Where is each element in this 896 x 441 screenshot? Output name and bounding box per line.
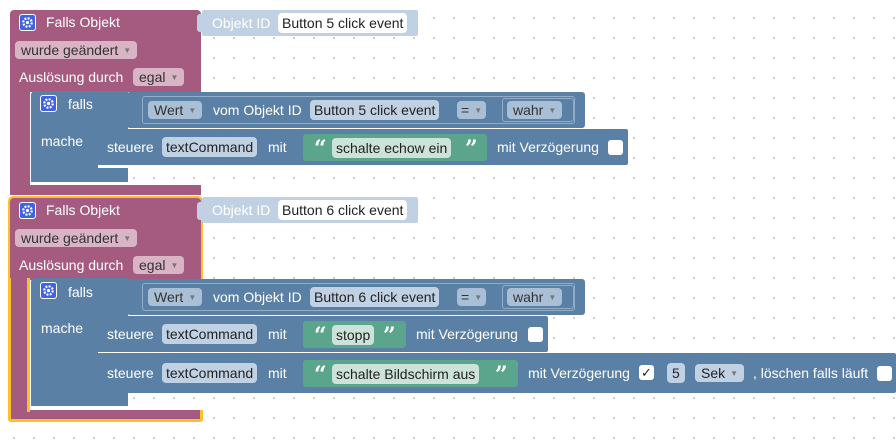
value-dropdown[interactable]: Wert▼ <box>148 288 203 306</box>
selection-outline-top <box>8 196 203 280</box>
target-field[interactable]: textCommand <box>162 324 258 344</box>
event-block-button6[interactable]: Falls Objekt Objekt ID Button 6 click ev… <box>0 196 896 436</box>
control-label: steuere <box>107 326 154 342</box>
delay-label: mit Verzögerung <box>528 365 630 381</box>
condition-object-field[interactable]: Button 6 click event <box>310 287 440 307</box>
object-id-connector <box>197 14 205 32</box>
gear-icon[interactable] <box>40 95 57 112</box>
changed-dropdown[interactable]: wurde geändert▼ <box>15 229 138 247</box>
if-block-footer <box>31 168 128 182</box>
delay-checkbox[interactable] <box>528 327 543 342</box>
changed-dropdown[interactable]: wurde geändert▼ <box>15 41 138 59</box>
trigger-title: Falls Objekt <box>46 14 120 30</box>
text-field[interactable]: schalte Bildschirm aus <box>332 364 480 384</box>
if-block-footer <box>31 392 128 406</box>
delay-label: mit Verzögerung <box>497 139 599 155</box>
delay-unit-dropdown[interactable]: Sek▼ <box>695 364 745 382</box>
close-quote-icon: ” <box>495 362 508 388</box>
target-field[interactable]: textCommand <box>162 137 258 157</box>
delay-value-field[interactable]: 5 <box>667 363 685 383</box>
delay-checkbox-checked[interactable]: ✓ <box>639 365 654 380</box>
with-label: mit <box>268 365 287 381</box>
text-field[interactable]: schalte echow ein <box>332 138 452 158</box>
object-id-label: Objekt ID <box>212 202 271 218</box>
event-block-footer <box>10 185 201 195</box>
control-label: steuere <box>107 139 154 155</box>
gear-icon[interactable] <box>19 14 36 31</box>
trigger-by-label: Auslösung durch <box>19 257 124 273</box>
delay-label: mit Verzögerung <box>416 326 518 342</box>
text-field[interactable]: stopp <box>332 325 375 345</box>
trigger-by-dropdown[interactable]: egal▼ <box>133 256 185 274</box>
event-block-footer <box>8 410 203 422</box>
if-block-spine <box>31 314 98 396</box>
object-id-field[interactable]: Button 6 click event <box>278 200 408 220</box>
if-block-spine <box>31 127 98 170</box>
condition-inner[interactable] <box>142 283 575 311</box>
gear-icon[interactable] <box>19 202 36 219</box>
trigger-by-label: Auslösung durch <box>19 69 124 85</box>
control-label: steuere <box>107 365 154 381</box>
compare-block[interactable] <box>502 98 574 122</box>
from-object-label: vom Objekt ID <box>213 102 302 118</box>
with-label: mit <box>268 326 287 342</box>
if-label: falls <box>68 96 93 112</box>
object-id-field[interactable]: Button 5 click event <box>278 13 408 33</box>
selection-outline-inner <box>27 278 30 412</box>
compare-dropdown[interactable]: wahr▼ <box>507 288 563 306</box>
compare-dropdown[interactable]: wahr▼ <box>507 101 563 119</box>
compare-block[interactable] <box>502 285 574 309</box>
if-label: falls <box>68 284 93 300</box>
open-quote-icon: “ <box>314 362 327 388</box>
trigger-by-dropdown[interactable]: egal▼ <box>133 68 185 86</box>
object-id-connector <box>197 202 205 220</box>
event-block-spine <box>8 278 30 412</box>
operator-dropdown[interactable]: =▼ <box>457 101 487 119</box>
open-quote-icon: “ <box>314 136 327 162</box>
event-block-button5[interactable]: Falls Objekt Objekt ID Button 5 click ev… <box>0 0 896 200</box>
open-quote-icon: “ <box>314 323 327 349</box>
delay-checkbox[interactable] <box>608 140 623 155</box>
close-quote-icon: ” <box>465 136 478 162</box>
trigger-title: Falls Objekt <box>46 202 120 218</box>
from-object-label: vom Objekt ID <box>213 289 302 305</box>
then-label: mache <box>41 133 84 149</box>
clear-running-label: , löschen falls läuft <box>753 365 869 381</box>
clear-running-checkbox[interactable] <box>877 366 892 381</box>
condition-inner[interactable] <box>142 96 575 124</box>
value-dropdown[interactable]: Wert▼ <box>148 101 203 119</box>
close-quote-icon: ” <box>383 323 396 349</box>
with-label: mit <box>268 139 287 155</box>
then-label: mache <box>41 320 84 336</box>
event-block-spine <box>10 90 30 187</box>
object-id-label: Objekt ID <box>212 15 271 31</box>
operator-dropdown[interactable]: =▼ <box>457 288 487 306</box>
condition-object-field[interactable]: Button 5 click event <box>310 100 440 120</box>
gear-icon[interactable] <box>40 282 57 299</box>
target-field[interactable]: textCommand <box>162 363 258 383</box>
